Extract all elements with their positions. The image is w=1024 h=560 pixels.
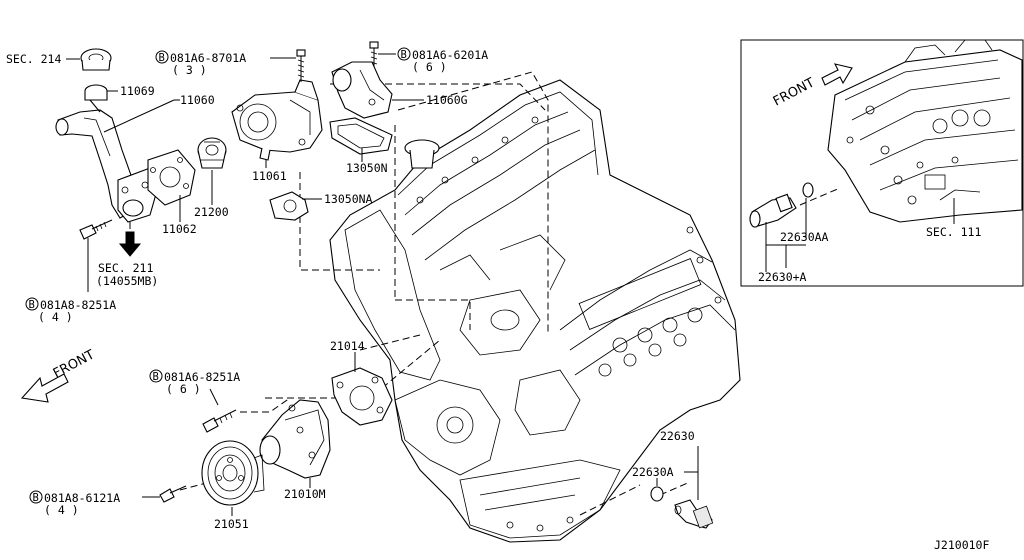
callout-081a8-6121a: B 081A8-6121A ( 4 )	[29, 490, 120, 517]
inset-frame	[740, 39, 1024, 287]
label-11069: 11069	[120, 84, 155, 98]
inset-front-label: FRONT	[771, 75, 817, 109]
bolt-081a6-8701a	[296, 49, 306, 82]
label-081a8-8251a-qty: ( 4 )	[38, 310, 73, 324]
label-sec211: SEC. 211	[98, 261, 153, 275]
water-pump-21010m	[259, 399, 331, 479]
label-13050n: 13050N	[346, 161, 388, 175]
label-sec214: SEC. 214	[6, 52, 61, 66]
label-sec111: SEC. 111	[926, 225, 981, 239]
label-22630aa: 22630AA	[780, 230, 829, 244]
callout-081a6-8701a: B 081A6-8701A ( 3 )	[155, 50, 246, 77]
bolt-marker: B	[159, 52, 165, 64]
inset-temp-sensor	[749, 182, 841, 228]
label-081a8-6121a-qty: ( 4 )	[44, 503, 79, 517]
bolt-081a8-8251a	[79, 219, 113, 240]
thermostat-housing-11061	[231, 79, 323, 161]
label-081a6-8701a: 081A6-8701A	[170, 51, 246, 65]
gasket-11062	[147, 149, 196, 206]
gasket-13050n	[329, 117, 393, 155]
label-11060: 11060	[180, 93, 215, 107]
label-081a6-6201a-qty: ( 6 )	[412, 60, 447, 74]
hose-clamp-11069	[84, 84, 108, 101]
label-21010m: 21010M	[284, 487, 326, 501]
label-081a6-8701a-qty: ( 3 )	[172, 63, 207, 77]
bolt-marker: B	[29, 299, 35, 311]
callout-081a6-6201a: B 081A6-6201A ( 6 )	[397, 47, 488, 74]
label-081a6-8251a: 081A6-8251A	[164, 370, 240, 384]
inset-cylinder-head	[827, 39, 1023, 223]
engine-block	[329, 79, 741, 543]
label-21051: 21051	[214, 517, 249, 531]
label-21200: 21200	[194, 205, 229, 219]
radiator-cap	[80, 48, 112, 71]
label-22630-plus-a: 22630+A	[758, 270, 807, 284]
sec211-arrow	[118, 222, 142, 257]
pulley-21051	[201, 440, 265, 506]
callout-081a8-8251a: B 081A8-8251A ( 4 )	[25, 297, 116, 324]
label-22630: 22630	[660, 429, 695, 443]
main-front-label: FRONT	[51, 347, 97, 381]
label-11061: 11061	[252, 169, 287, 183]
washer-22630a	[650, 486, 664, 502]
bolt-marker: B	[401, 49, 407, 61]
water-pipe-11060	[55, 99, 161, 223]
label-11060g: 11060G	[426, 93, 468, 107]
callout-081a6-8251a: B 081A6-8251A ( 6 )	[149, 369, 240, 396]
water-outlet-11060g	[331, 61, 393, 119]
label-22630a: 22630A	[632, 465, 674, 479]
main-front-arrow: FRONT	[20, 347, 97, 403]
label-081a8-6121a: 081A8-6121A	[44, 491, 120, 505]
label-081a6-6201a: 081A6-6201A	[412, 48, 488, 62]
inset-washer	[802, 182, 814, 198]
gasket-21014	[331, 367, 393, 426]
label-081a6-8251a-qty: ( 6 )	[166, 382, 201, 396]
oil-filler-cap	[404, 139, 440, 169]
label-21014: 21014	[330, 339, 365, 353]
bolt-marker: B	[33, 492, 39, 504]
diagram-code: J210010F	[934, 538, 989, 552]
label-081a8-8251a: 081A8-8251A	[40, 298, 116, 312]
temp-sensor-22630	[650, 486, 714, 529]
thermostat-21200	[197, 137, 227, 169]
label-sec211-ref: (14055MB)	[96, 274, 158, 288]
label-11062: 11062	[162, 222, 197, 236]
gasket-13050na	[269, 191, 309, 221]
label-13050na: 13050NA	[324, 192, 373, 206]
bolt-marker: B	[153, 371, 159, 383]
bolt-081a8-6121a	[159, 485, 187, 503]
bolt-081a6-8251a	[202, 409, 237, 433]
